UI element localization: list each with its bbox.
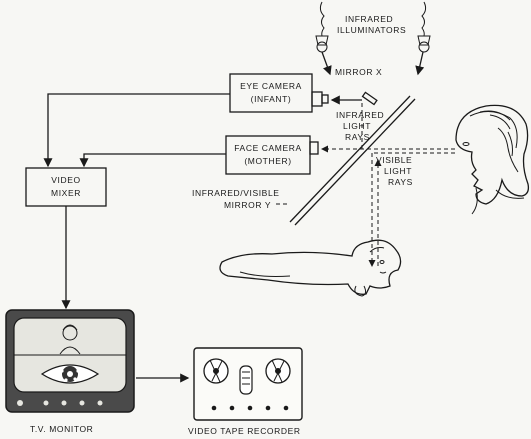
face-camera-signal-line xyxy=(79,153,226,168)
eye-camera-lens xyxy=(311,91,329,107)
visible-rays-label-3: RAYS xyxy=(388,177,413,187)
mother-figure xyxy=(455,104,530,215)
visible-rays-label-1: VISIBLE xyxy=(376,155,412,165)
mirror-y-label-2: MIRROR Y xyxy=(224,200,271,210)
eye-camera-label-1: EYE CAMERA xyxy=(240,81,302,91)
visible-rays-label-2: LIGHT xyxy=(384,166,412,176)
tv-monitor-label: T.V. MONITOR xyxy=(30,424,93,434)
eye-camera-box xyxy=(229,73,313,113)
video-mixer-label-2: MIXER xyxy=(51,188,81,198)
infrared-rays-label-3: RAYS xyxy=(345,132,370,142)
video-mixer-box xyxy=(25,167,107,207)
eye-camera-label-2: (INFANT) xyxy=(251,94,292,104)
video-mixer-label-1: VIDEO xyxy=(51,175,80,185)
mirror-y xyxy=(289,95,416,226)
video-tape-recorder-label: VIDEO TAPE RECORDER xyxy=(188,426,301,436)
face-camera-lens xyxy=(309,141,319,155)
face-camera-label-2: (MOTHER) xyxy=(244,156,291,166)
infrared-illuminators-label-1: INFRARED xyxy=(345,14,393,24)
infrared-illuminator-right xyxy=(415,1,431,76)
infant-figure xyxy=(219,239,402,297)
infrared-rays-label-2: LIGHT xyxy=(343,121,371,131)
infrared-illuminator-left xyxy=(315,1,332,76)
infrared-rays-label-1: INFRARED xyxy=(336,110,384,120)
video-tape-recorder xyxy=(193,347,303,421)
face-camera-box xyxy=(225,135,311,175)
eye-camera-signal-line xyxy=(43,93,230,168)
mirror-y-label-1: INFRARED/VISIBLE xyxy=(192,188,280,198)
mirror-x-label: MIRROR X xyxy=(335,67,382,77)
face-camera-label-1: FACE CAMERA xyxy=(234,143,302,153)
infrared-illuminators-label-2: ILLUMINATORS xyxy=(337,25,406,35)
tv-monitor xyxy=(5,309,135,413)
mirror-x xyxy=(361,91,378,106)
